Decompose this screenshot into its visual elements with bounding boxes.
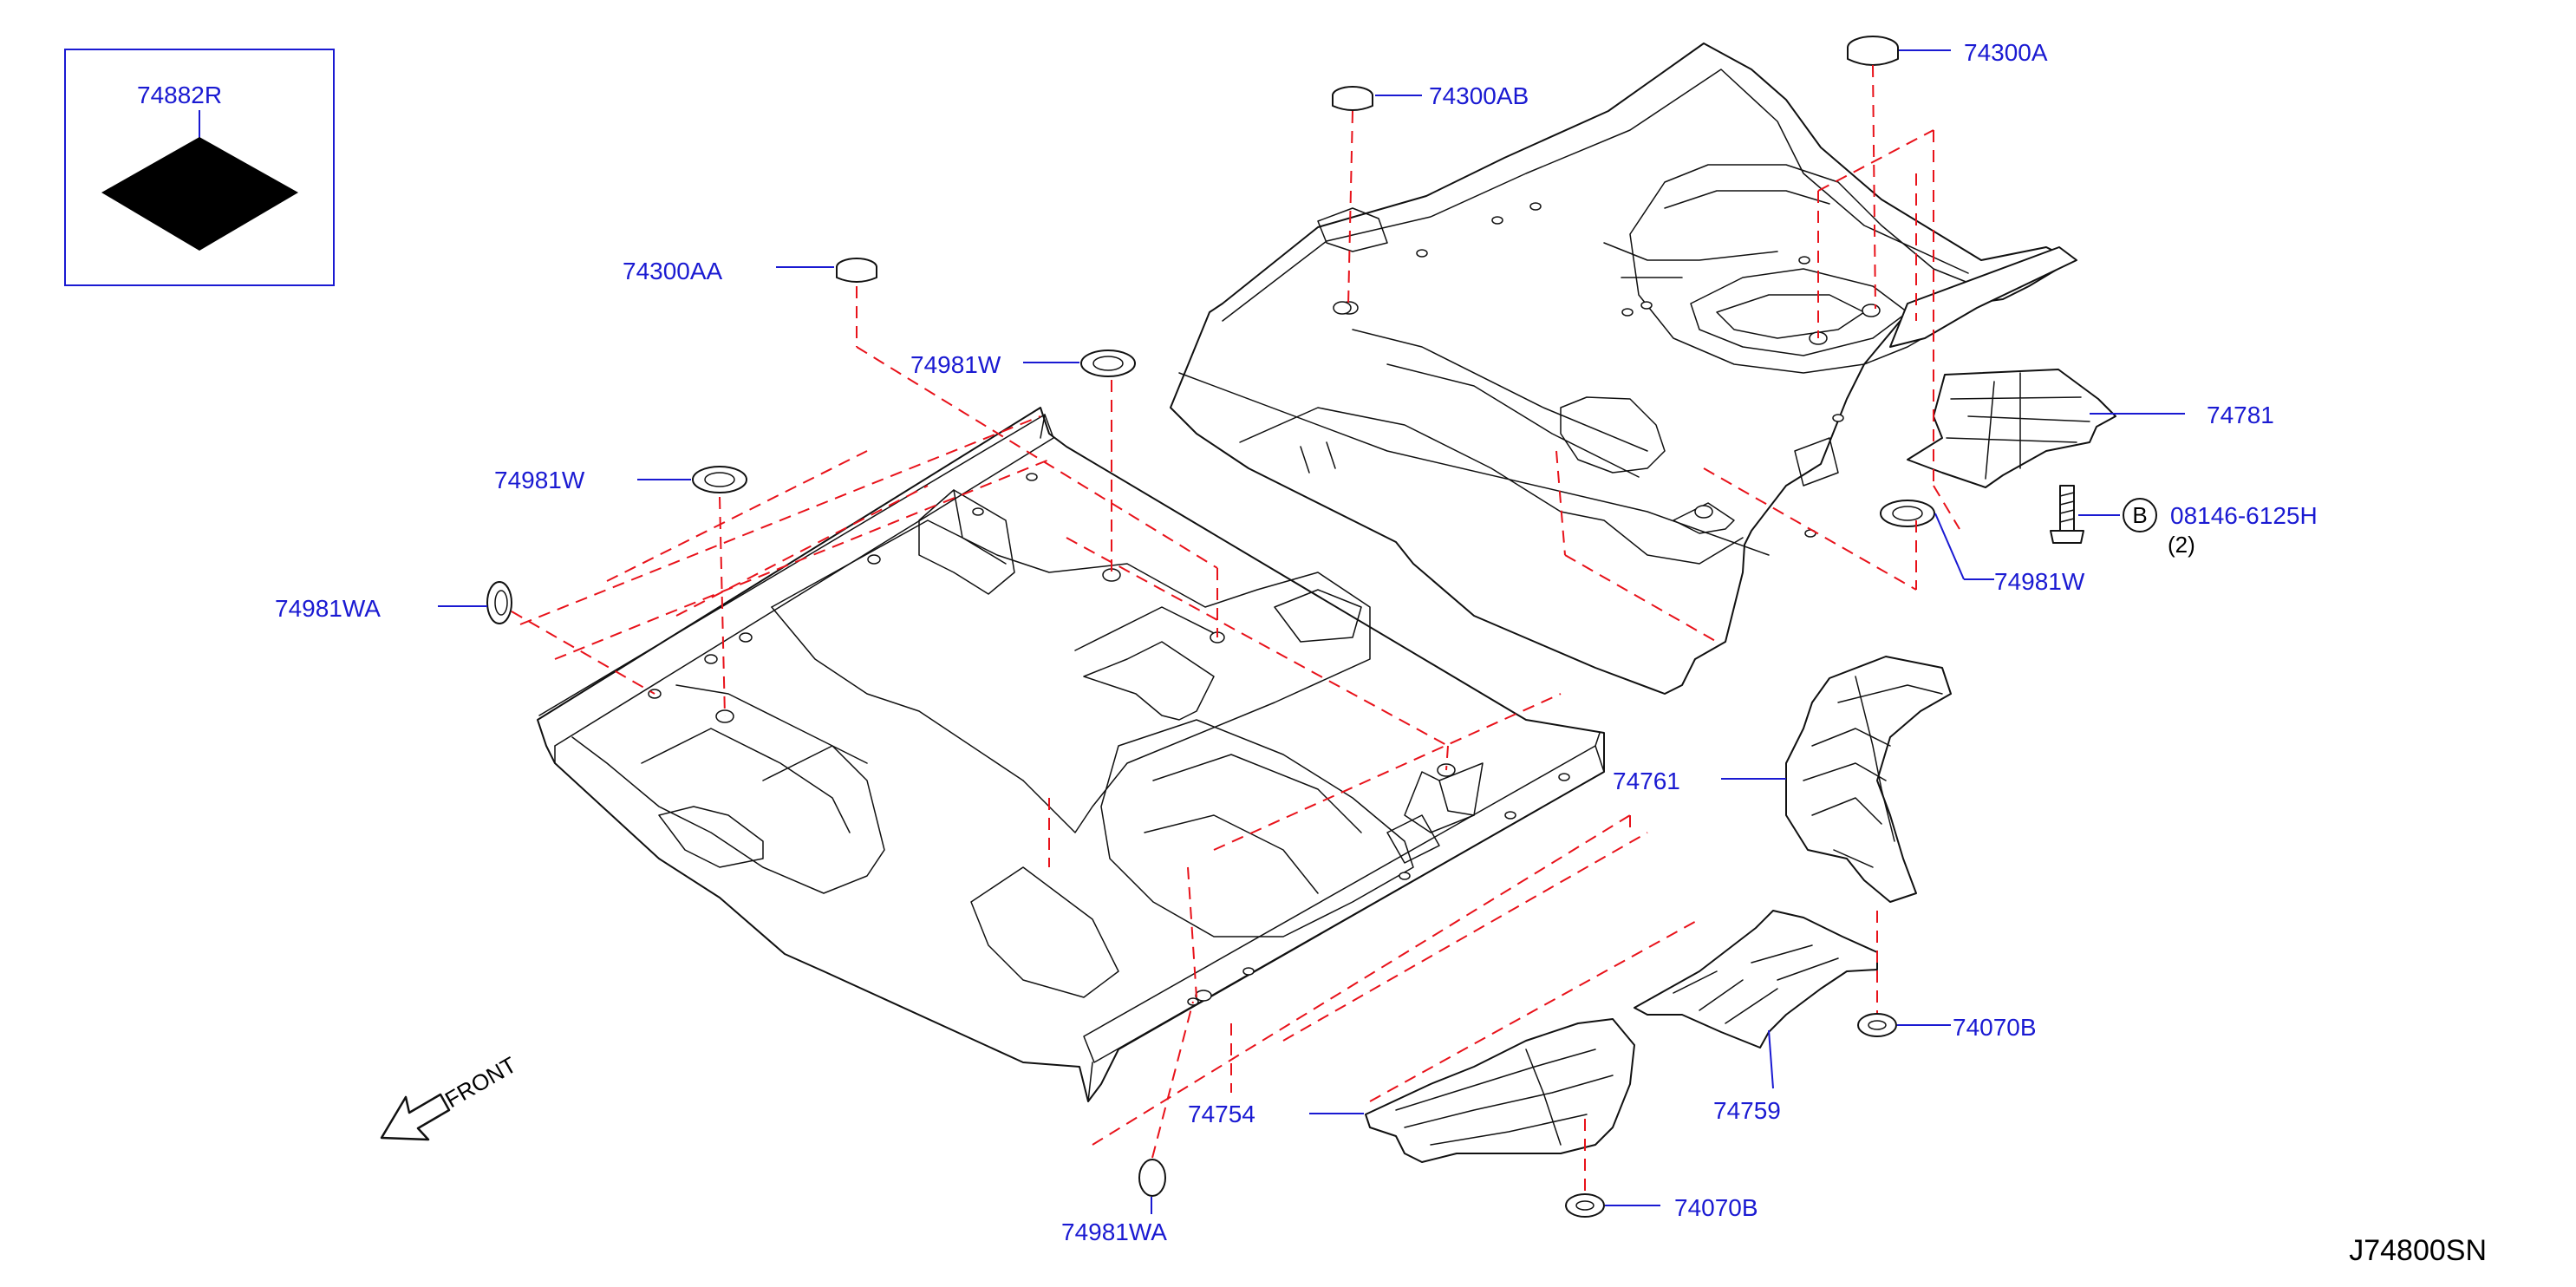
front-arrow-icon <box>380 1093 451 1141</box>
clip-74070B-right <box>1857 1013 1897 1037</box>
plug-74300AA <box>836 258 877 283</box>
callout-74781: 74781 <box>2207 402 2274 428</box>
bolt-marker: B <box>2132 502 2147 528</box>
callout-74981WA-left: 74981WA <box>275 595 381 622</box>
grommet-74981WA-left <box>486 581 512 624</box>
callout-74761: 74761 <box>1613 768 1680 794</box>
pad-74882R <box>101 137 298 251</box>
callout-74300AA: 74300AA <box>623 258 723 284</box>
callout-74981W-left: 74981W <box>494 467 585 493</box>
callout-74754: 74754 <box>1188 1101 1255 1127</box>
front-direction-indicator: FRONT <box>380 1051 521 1141</box>
insulator-74761 <box>1785 656 1952 903</box>
plug-74300AB <box>1332 86 1373 111</box>
front-label: FRONT <box>440 1051 521 1113</box>
callout-74981W-right: 74981W <box>1994 568 2085 595</box>
grommet-74981W-right <box>1880 500 1935 527</box>
alignment-lines <box>511 64 1960 1193</box>
insulator-74759 <box>1634 910 1878 1049</box>
callout-08146-6125H: 08146-6125H <box>2170 502 2318 529</box>
drawing-code: J74800SN <box>2349 1234 2487 1267</box>
leader-lines <box>438 49 2185 1214</box>
callout-74300AB: 74300AB <box>1429 82 1529 109</box>
callout-74981WA-bottom: 74981WA <box>1061 1218 1167 1245</box>
callout-74070B-bottom: 74070B <box>1674 1194 1758 1221</box>
callouts: 74300AB 74300A 74300AA 74981W 74981W 749… <box>275 39 2318 1245</box>
insulator-74754 <box>1365 1018 1635 1163</box>
insulator-74781 <box>1907 369 2116 488</box>
bolt-marker-circle <box>2123 498 2157 532</box>
callout-74882R: 74882R <box>137 82 222 108</box>
callout-74981W-top: 74981W <box>910 351 1001 378</box>
front-floor-panel <box>537 407 1605 1102</box>
plug-74300A <box>1847 36 1899 66</box>
grommet-74981WA-bottom <box>1138 1159 1166 1197</box>
inset-frame <box>64 49 335 286</box>
callout-74070B-right: 74070B <box>1953 1014 2037 1041</box>
grommet-74981W-top <box>1080 350 1136 377</box>
clip-74070B-bottom <box>1565 1193 1605 1218</box>
grommet-74981W-left <box>692 466 747 493</box>
inset-74882R: 74882R <box>64 49 335 286</box>
callout-74300A: 74300A <box>1964 39 2048 66</box>
bolt-08146-6125H <box>2050 485 2084 544</box>
callout-74759: 74759 <box>1713 1097 1781 1124</box>
bolt-quantity: (2) <box>2168 532 2195 558</box>
